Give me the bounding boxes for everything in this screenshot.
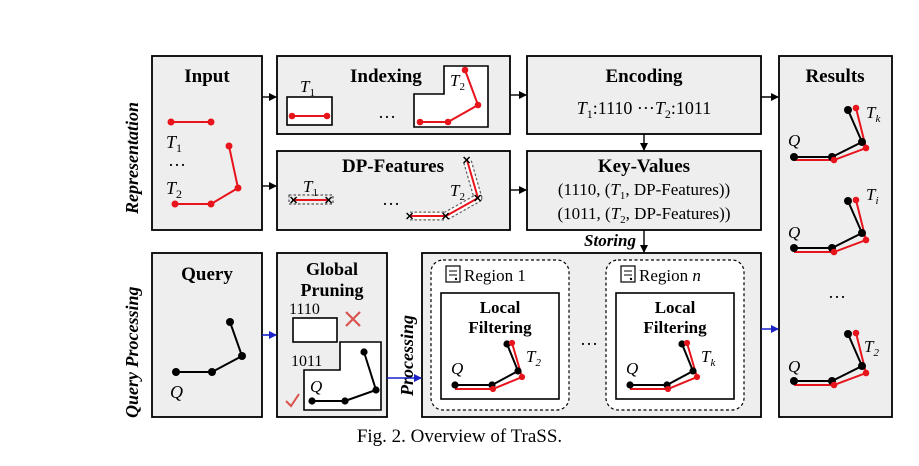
svg-text:✕: ✕ bbox=[324, 195, 333, 207]
global-pruning-q-label: Q bbox=[310, 377, 322, 396]
figure-caption: Fig. 2. Overview of TraSS. bbox=[356, 426, 563, 447]
results-tk-label: Tk bbox=[866, 103, 881, 125]
region-n-t-label: Tk bbox=[701, 347, 716, 369]
region-n-server-icon bbox=[620, 265, 636, 283]
key-values-row-2: (1011, (T2, DP-Features)) bbox=[558, 204, 731, 226]
results-t2-label: T2 bbox=[864, 337, 879, 359]
results-box: Results Q Tk Q Ti … Q T2 bbox=[778, 55, 893, 418]
global-pruning-title-1: Global bbox=[306, 259, 358, 279]
encoding-line: T1:1110 ···T2:1011 bbox=[577, 98, 712, 121]
results-ellipsis: … bbox=[828, 282, 846, 302]
global-pruning-code-1: 1110 bbox=[289, 301, 320, 318]
key-values-title: Key-Values bbox=[598, 156, 690, 177]
indexing-t2-label: T2 bbox=[450, 71, 465, 93]
dp-features-ellipsis: … bbox=[382, 189, 400, 209]
svg-text:✕: ✕ bbox=[462, 155, 471, 167]
key-values-row-1: (1110, (T1, DP-Features)) bbox=[558, 180, 730, 202]
region-n-filter-1: Local bbox=[655, 298, 696, 317]
region-1-label: Region 1 bbox=[464, 266, 526, 285]
key-values-box: Key-Values (1110, (T1, DP-Features)) (10… bbox=[526, 150, 762, 231]
overview-diagram: Representation Query Processing Input T1… bbox=[122, 55, 893, 419]
pruned-x-icon bbox=[345, 311, 361, 327]
row-label-representation: Representation bbox=[122, 102, 142, 215]
region-1-filter-2: Filtering bbox=[468, 318, 532, 337]
input-box: Input T1 … T2 bbox=[151, 55, 263, 231]
input-title: Input bbox=[184, 66, 230, 87]
dp-features-t1-label: T1 bbox=[303, 177, 318, 199]
processing-label: Processing bbox=[397, 315, 417, 397]
region-1-q-label: Q bbox=[451, 359, 463, 378]
dp-features-title: DP-Features bbox=[342, 156, 444, 177]
processing-box: Processing Region 1 Local Filtering Q T2… bbox=[397, 252, 762, 418]
input-ellipsis: … bbox=[168, 150, 186, 170]
query-box: Query Q bbox=[151, 252, 263, 418]
indexing-title: Indexing bbox=[350, 66, 422, 87]
results-title: Results bbox=[805, 66, 864, 87]
results-q-1: Q bbox=[788, 131, 800, 150]
query-title: Query bbox=[181, 264, 233, 285]
input-t2-label: T2 bbox=[166, 178, 182, 201]
region-n-filter-2: Filtering bbox=[643, 318, 707, 337]
global-pruning-box: Global Pruning 1110 1011 Q bbox=[276, 252, 388, 418]
region-n: Region n Local Filtering Q Tk bbox=[605, 259, 745, 411]
results-ti-label: Ti bbox=[866, 185, 879, 207]
query-q-label: Q bbox=[170, 382, 183, 402]
indexing-t1-label: T1 bbox=[300, 77, 315, 99]
results-q-2: Q bbox=[788, 223, 800, 242]
svg-text:✕: ✕ bbox=[441, 211, 450, 223]
dp-features-box: DP-Features ✕ ✕ T1 … ✕ ✕ ✕ ✕ T2 bbox=[276, 150, 511, 231]
input-t1-label: T1 bbox=[166, 132, 182, 155]
encoding-title: Encoding bbox=[605, 66, 683, 87]
svg-text:✕: ✕ bbox=[405, 211, 414, 223]
region-1-server-icon bbox=[445, 265, 461, 283]
indexing-box: Indexing T1 … T2 bbox=[276, 55, 511, 135]
storing-label: Storing bbox=[584, 231, 636, 250]
results-q-3: Q bbox=[788, 357, 800, 376]
region-1-filter-1: Local bbox=[480, 298, 521, 317]
svg-text:✕: ✕ bbox=[473, 193, 482, 205]
region-1: Region 1 Local Filtering Q T2 bbox=[430, 259, 570, 411]
region-n-q-label: Q bbox=[626, 359, 638, 378]
region-n-label: Region n bbox=[639, 266, 701, 285]
svg-text:✕: ✕ bbox=[289, 195, 298, 207]
dp-features-t2-label: T2 bbox=[450, 181, 465, 203]
encoding-box: Encoding T1:1110 ···T2:1011 bbox=[526, 55, 762, 135]
global-pruning-title-2: Pruning bbox=[300, 280, 363, 300]
global-pruning-code-2: 1011 bbox=[291, 353, 322, 370]
kept-check-icon bbox=[285, 393, 300, 408]
region-1-t-label: T2 bbox=[526, 347, 541, 369]
row-label-query-processing: Query Processing bbox=[122, 287, 142, 419]
processing-ellipsis: … bbox=[580, 329, 598, 349]
indexing-ellipsis: … bbox=[378, 102, 396, 122]
